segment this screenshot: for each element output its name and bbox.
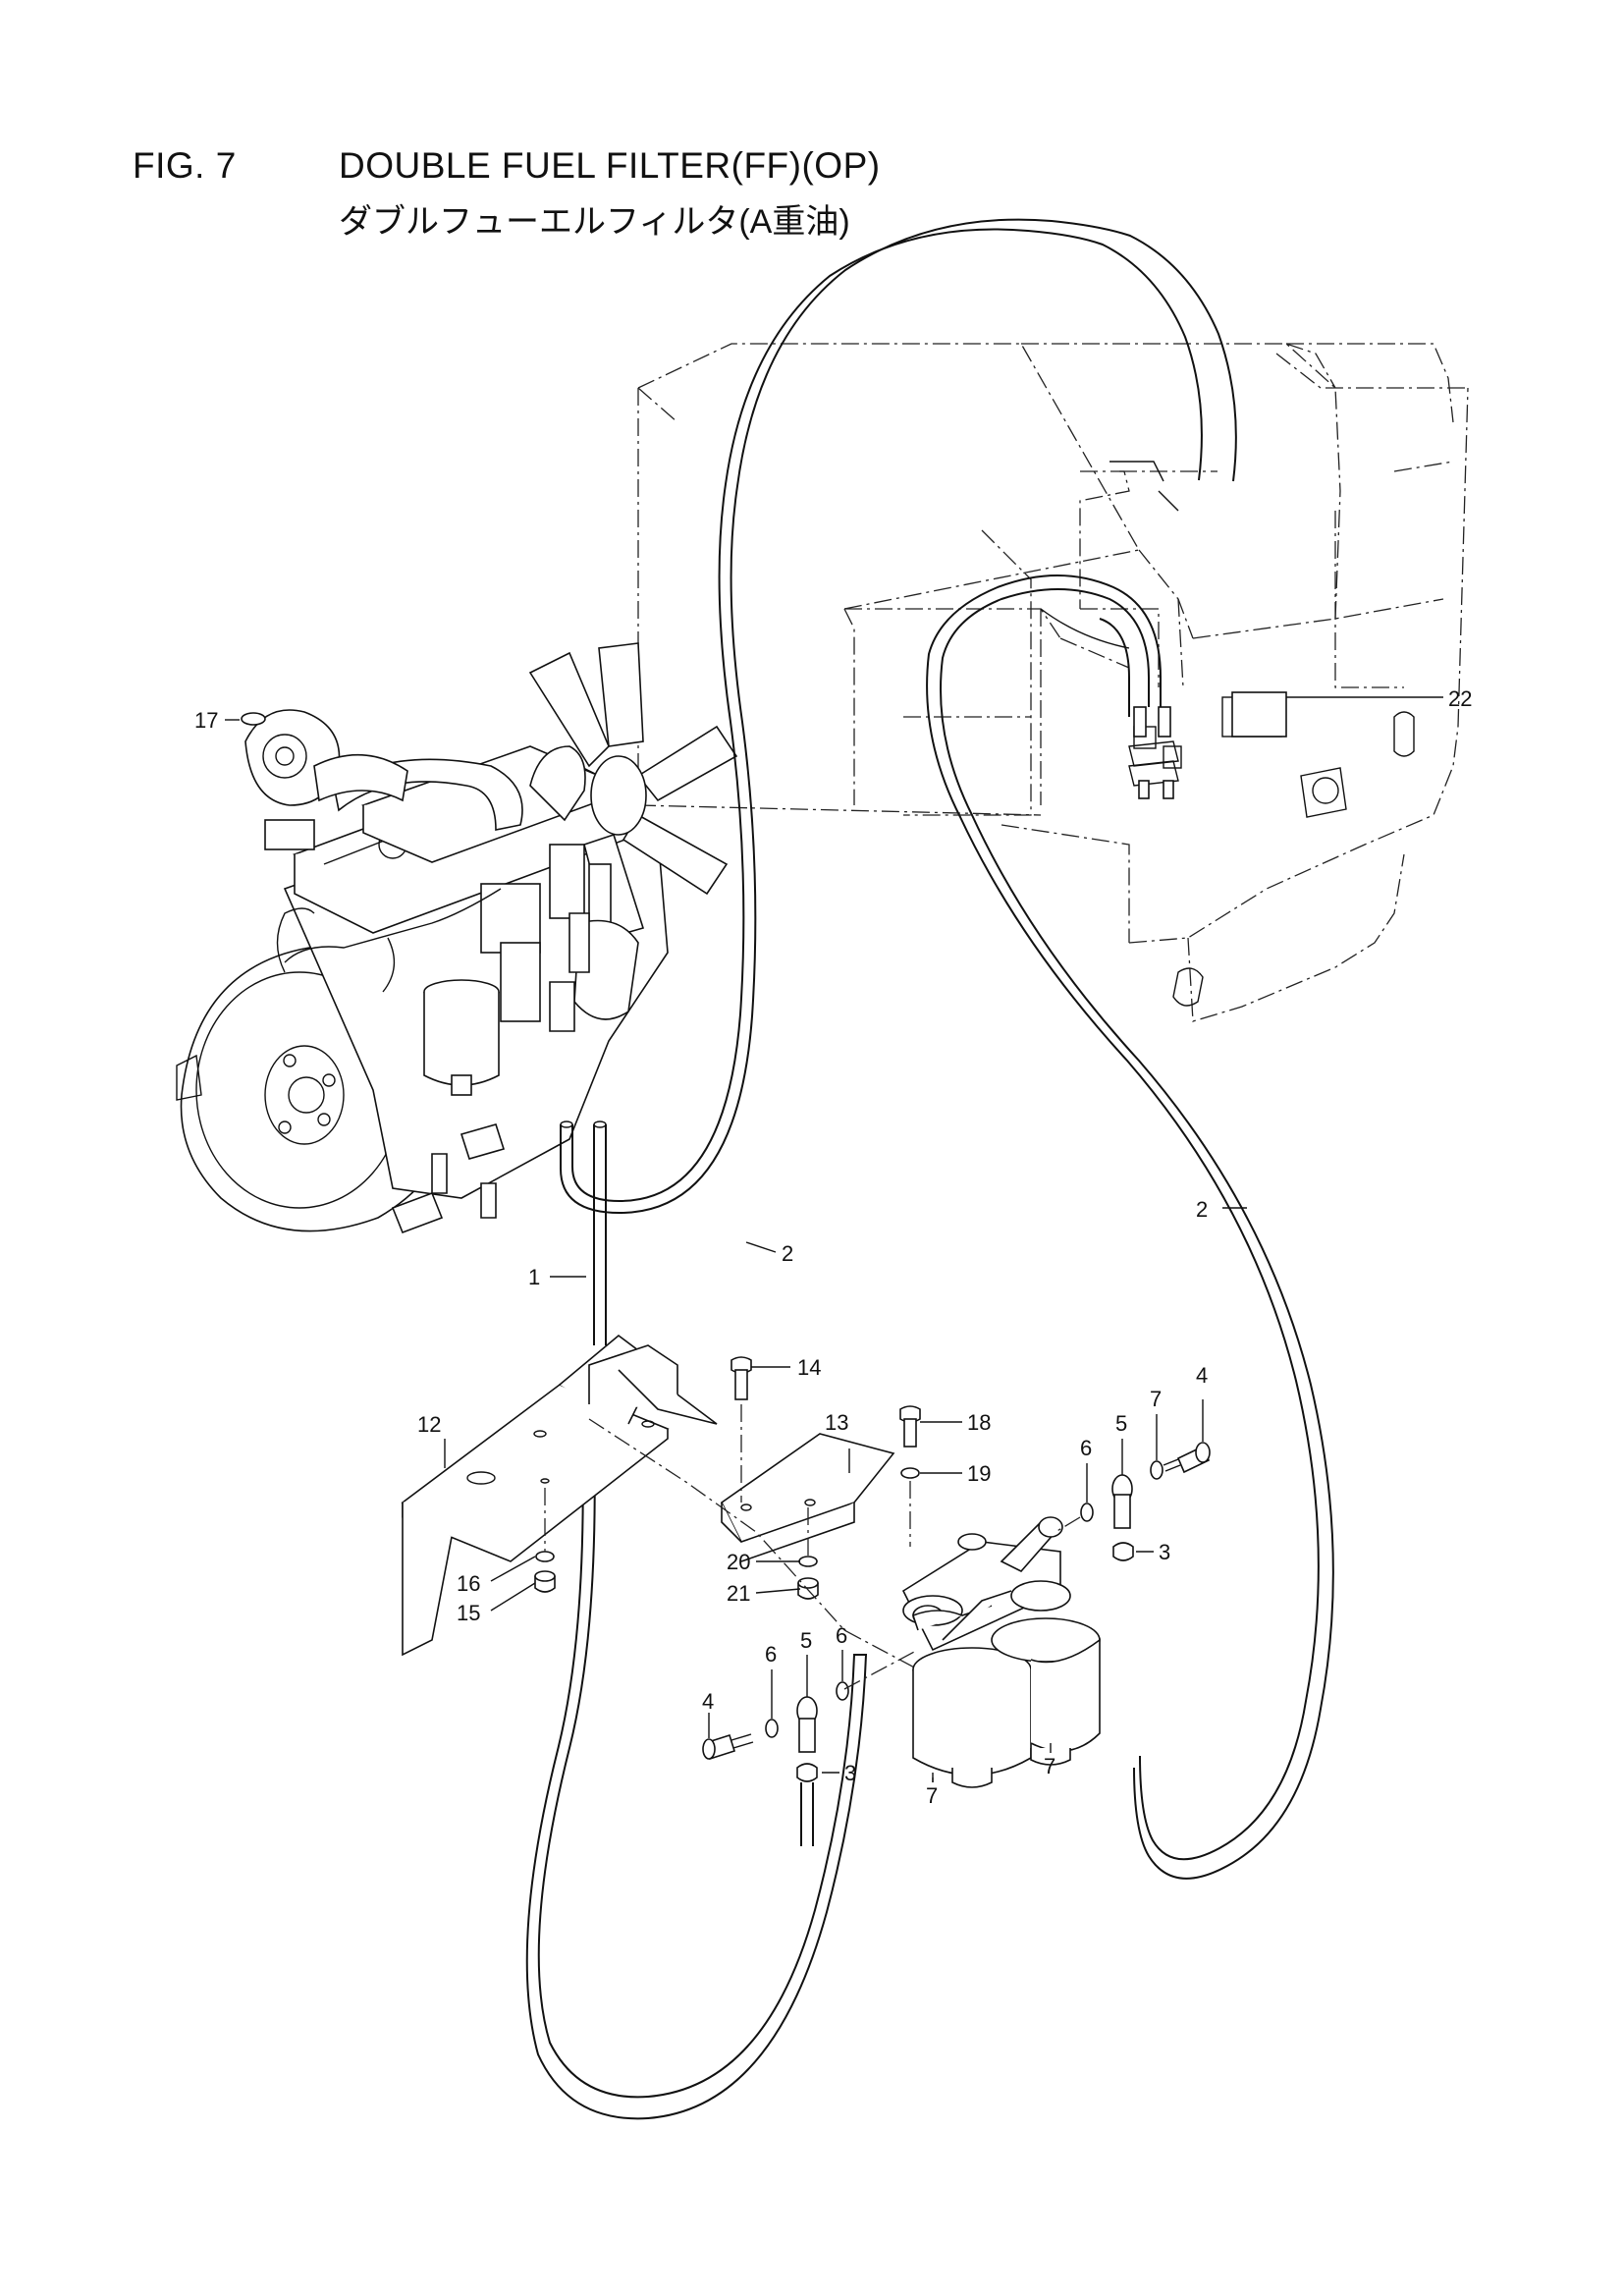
engine-assembly	[176, 642, 738, 1234]
callout-7-left: 7	[926, 1783, 938, 1808]
callout-6-left-a: 6	[765, 1642, 777, 1667]
clip-3-right	[1112, 1542, 1134, 1561]
washer-6-left-a	[765, 1719, 779, 1738]
washer-18	[900, 1467, 920, 1479]
banjo-bolt-4-right	[1163, 1442, 1211, 1474]
fuel-hose-2-right	[926, 574, 1334, 1880]
callout-16: 16	[457, 1571, 480, 1596]
figure-title: DOUBLE FUEL FILTER(FF)(OP)	[339, 145, 881, 186]
callout-4-right: 4	[1196, 1363, 1208, 1388]
nut-15	[534, 1570, 556, 1593]
callout-5-left: 5	[800, 1628, 812, 1653]
callout-17: 18	[967, 1410, 991, 1435]
washer-6-right-a	[1150, 1460, 1163, 1480]
leader-lines	[225, 696, 1443, 1782]
bolt-14	[730, 1356, 752, 1400]
callout-2-left: 2	[782, 1241, 793, 1266]
callout-6-right-b: 6	[1080, 1436, 1092, 1460]
callout-1: 1	[528, 1265, 540, 1289]
callout-12: 12	[417, 1412, 441, 1437]
label-21	[241, 712, 266, 726]
washer-6-left-b	[836, 1681, 849, 1701]
banjo-5-right	[1111, 1474, 1133, 1529]
callout-22: 22	[1448, 686, 1472, 711]
machine-body-solid	[1040, 461, 1415, 1007]
tank-hose-fittings	[1128, 706, 1179, 799]
callout-3-left: 3	[844, 1761, 856, 1785]
callout-14: 14	[797, 1355, 821, 1380]
washer-19	[798, 1556, 818, 1567]
clip-3-left	[796, 1763, 818, 1782]
bracket-12	[401, 1334, 718, 1657]
callout-13: 13	[825, 1410, 848, 1435]
callout-7-right: 7	[1044, 1754, 1055, 1778]
figure-number: FIG. 7	[133, 145, 237, 186]
callout-19: 20	[727, 1550, 750, 1574]
double-fuel-filter-7	[901, 1516, 1101, 1788]
engine-fuel-filter	[423, 979, 500, 1096]
label-22	[1231, 691, 1287, 738]
callout-18: 19	[967, 1461, 991, 1486]
figure-subtitle: ダブルフューエルフィルタ(A重油)	[339, 203, 850, 241]
nut-20	[797, 1577, 819, 1600]
fuel-hose-2-left	[560, 218, 1237, 1215]
banjo-bolt-4-left	[702, 1733, 754, 1761]
callout-20: 21	[727, 1581, 750, 1606]
callout-21: 17	[194, 708, 218, 733]
callout-5-right: 5	[1115, 1411, 1127, 1436]
callout-2-right: 2	[1196, 1197, 1208, 1222]
washer-16	[535, 1551, 555, 1562]
fuel-hose-1	[525, 1121, 868, 2120]
bolt-17	[899, 1405, 921, 1448]
callout-numbers: 17 22 2 2 1 14 12 13 18 19 16 15 20 21 4…	[194, 686, 1472, 1808]
washer-6-right-b	[1080, 1503, 1094, 1522]
machine-body-outline	[637, 343, 1469, 1022]
callout-4-left: 4	[702, 1689, 714, 1714]
callout-6-right-a: 7	[1150, 1387, 1162, 1411]
callout-3-right: 3	[1159, 1540, 1170, 1564]
callout-6-left-b: 6	[836, 1623, 847, 1648]
callout-15: 15	[457, 1601, 480, 1625]
banjo-5-left	[796, 1696, 818, 1753]
